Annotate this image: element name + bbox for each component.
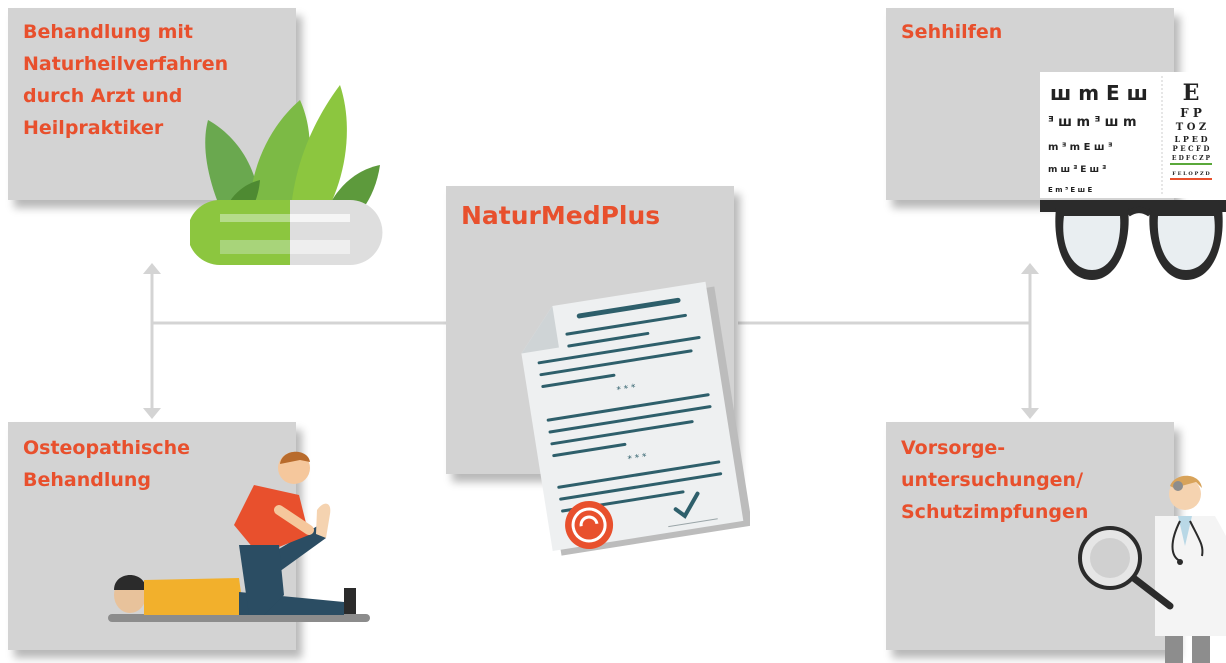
arrow-down-right (1021, 408, 1039, 419)
svg-text:T O Z: T O Z (1176, 122, 1206, 133)
label-sehhilfen: Sehhilfen (901, 21, 1003, 43)
eye-chart-icon: ш m E ш ᴲ ш m ᴲ ш m m ᴲ m E ш ᴲ m ш ᴲ E … (1040, 72, 1226, 198)
therapist-patient-icon (108, 451, 370, 622)
svg-text:F P: F P (1180, 106, 1202, 120)
center-title: NaturMedPlus (461, 201, 661, 230)
leaf-capsule-icon (190, 85, 383, 265)
svg-text:ш m E ш: ш m E ш (1050, 81, 1148, 105)
svg-text:ᴲ ш m ᴲ ш m: ᴲ ш m ᴲ ш m (1048, 115, 1137, 130)
arrow-up-right (1021, 263, 1039, 274)
svg-text:* * *: * * * (616, 383, 637, 396)
svg-text:E: E (1183, 80, 1200, 106)
svg-text:* * *: * * * (627, 452, 648, 465)
document-icon: * * * * * * (521, 281, 750, 556)
svg-text:P E C F D: P E C F D (1173, 144, 1210, 153)
svg-text:E D F C Z P: E D F C Z P (1172, 155, 1211, 162)
svg-text:m ᴲ m E ш ᴲ: m ᴲ m E ш ᴲ (1048, 142, 1112, 153)
label-vorsorge: Vorsorge- untersuchungen/ Schutzimpfunge… (901, 437, 1089, 523)
magnifier-icon (1078, 526, 1174, 610)
seal-icon (565, 500, 614, 549)
eyeglasses-icon (1040, 200, 1226, 280)
arrow-up-left (143, 263, 161, 274)
doctor-icon (1078, 475, 1226, 663)
svg-text:L P E D: L P E D (1174, 134, 1207, 144)
svg-text:E m ᴲ E ш E: E m ᴲ E ш E (1048, 186, 1092, 194)
label-osteopathie: Osteopathische Behandlung (23, 437, 191, 491)
label-naturheilverfahren: Behandlung mit Naturheilverfahren durch … (23, 21, 229, 139)
svg-text:m ш ᴲ E ш ᴲ: m ш ᴲ E ш ᴲ (1048, 165, 1106, 175)
arrow-down-left (143, 408, 161, 419)
checkmark-icon (673, 491, 700, 519)
svg-text:F E L O P Z D: F E L O P Z D (1172, 171, 1210, 177)
